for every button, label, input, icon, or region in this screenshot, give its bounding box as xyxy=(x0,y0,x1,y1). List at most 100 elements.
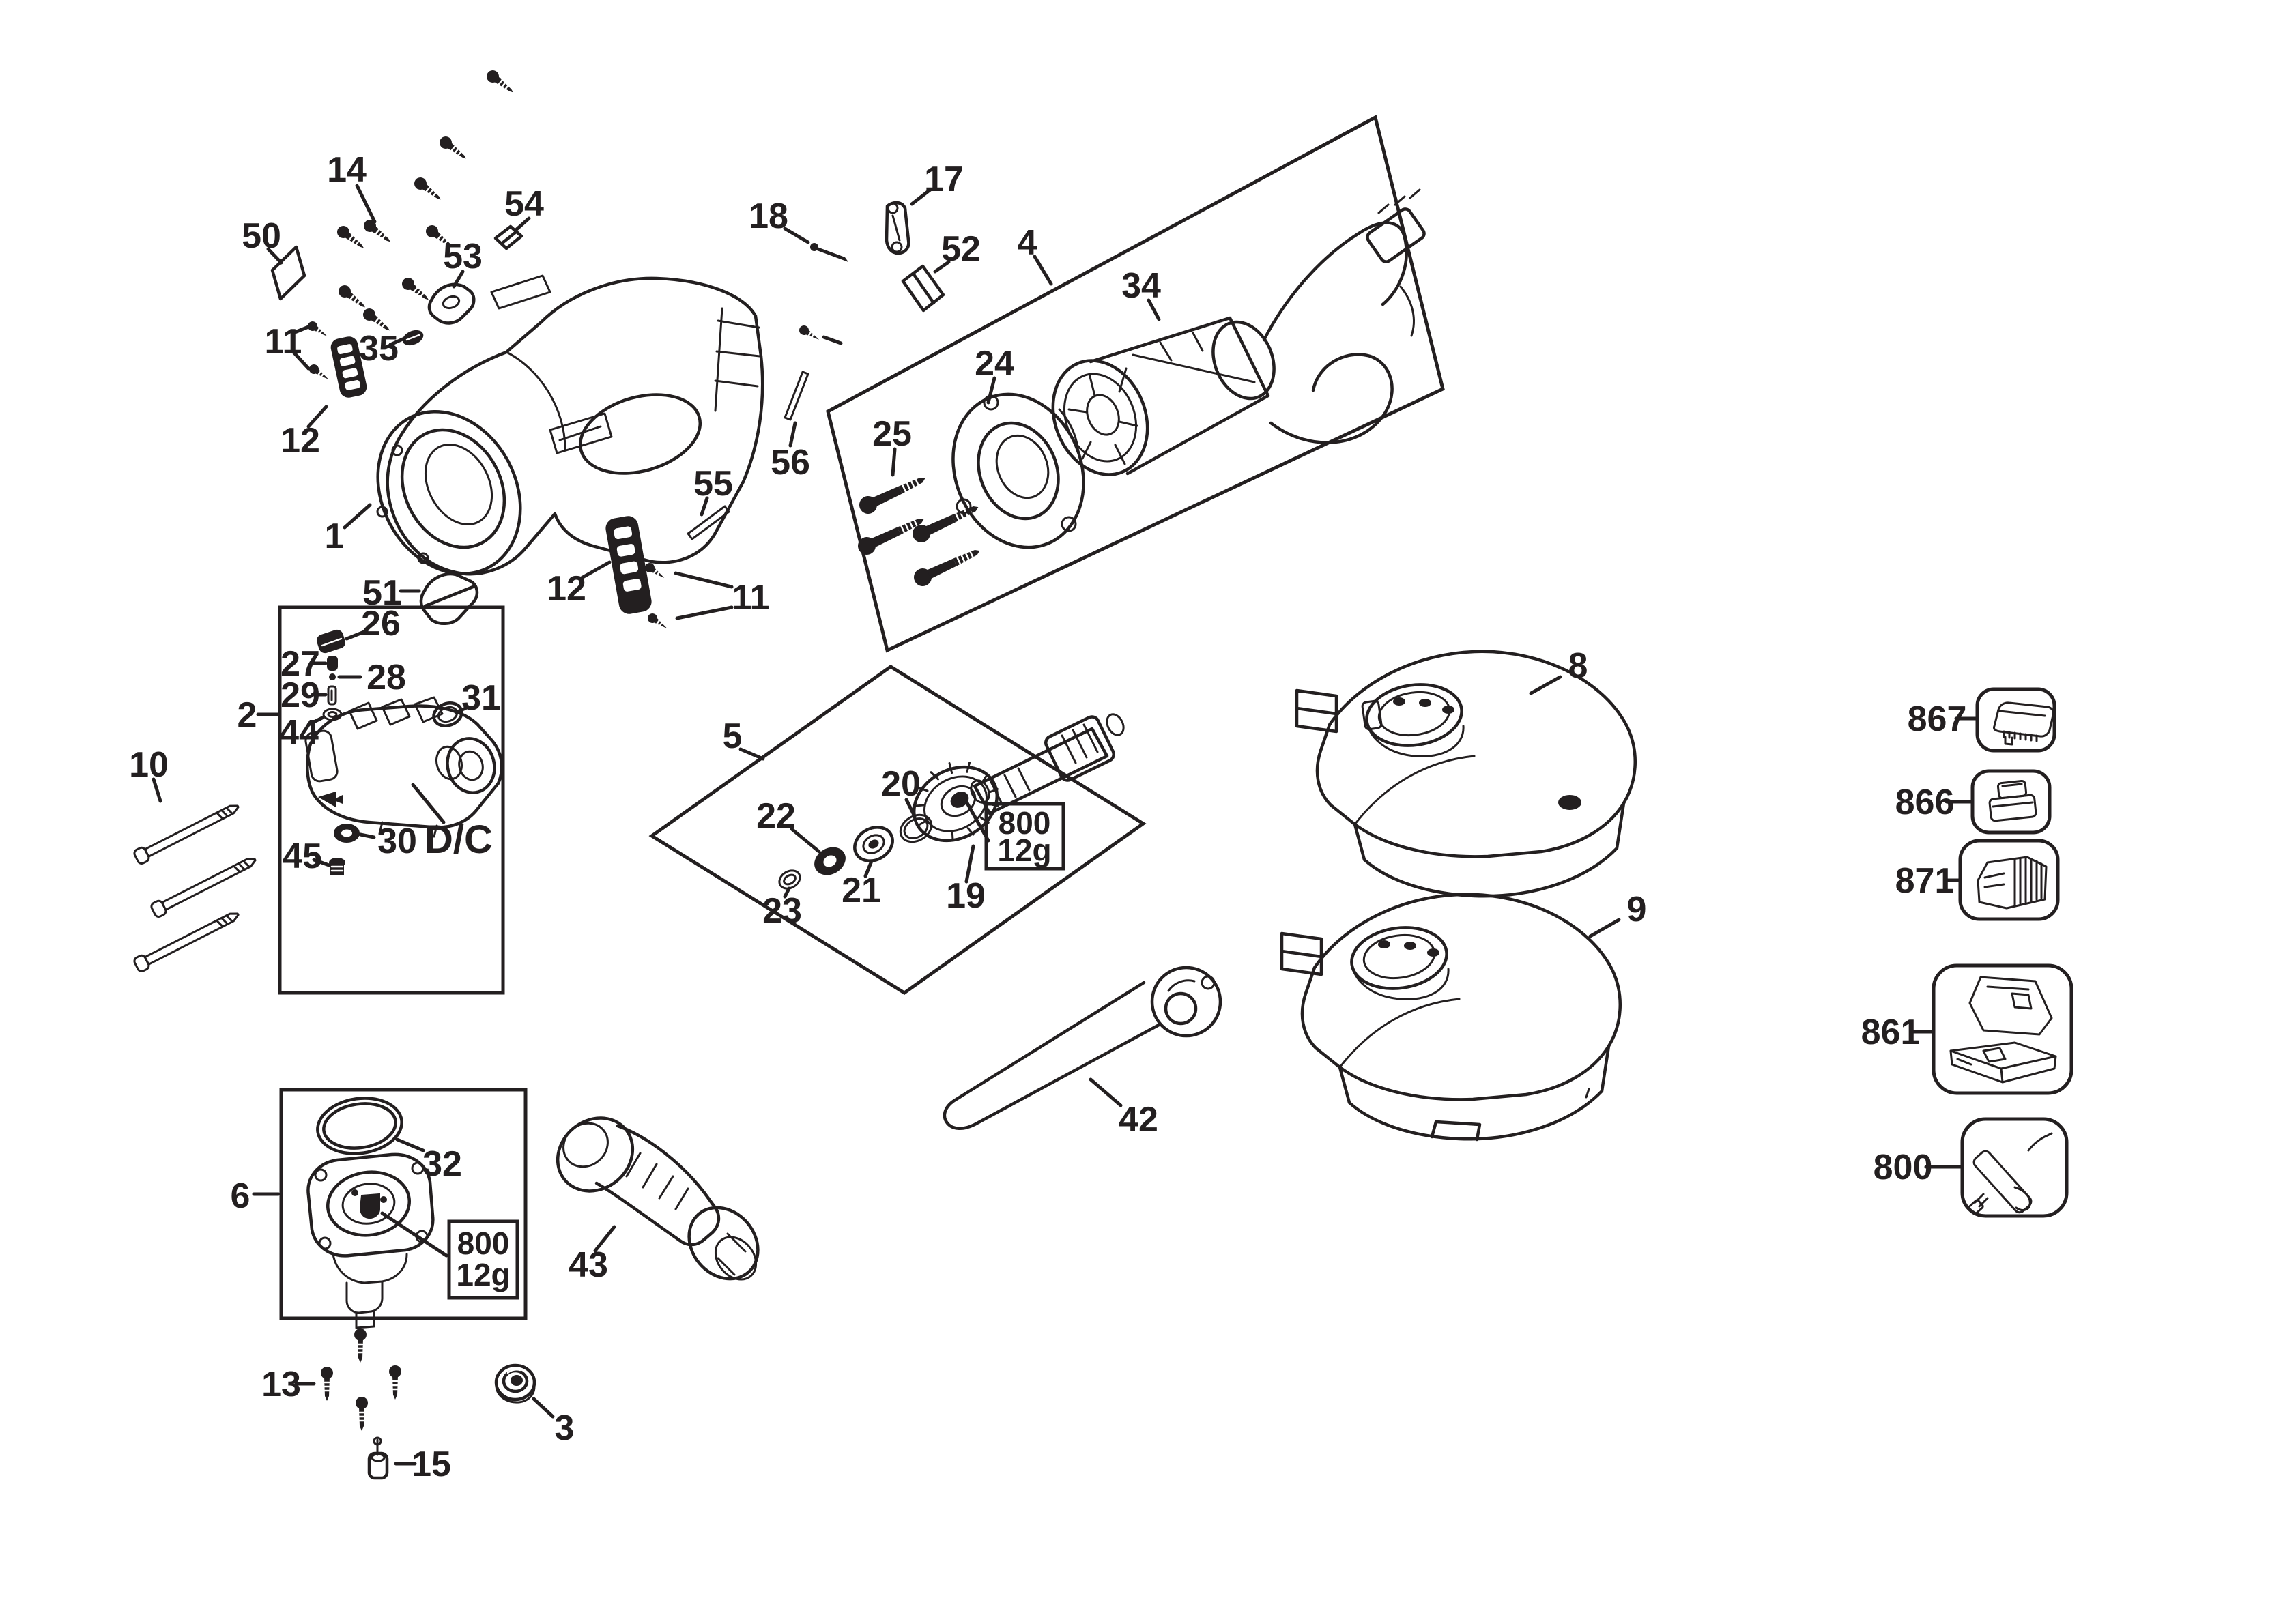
callout-dc: D/C xyxy=(425,817,493,862)
group-box-6 xyxy=(279,1088,528,1320)
callout-54: 54 xyxy=(504,184,544,224)
callout-2: 2 xyxy=(238,695,257,735)
brush-15 xyxy=(367,1436,389,1480)
accessory-box-871 xyxy=(1958,839,2060,921)
callout-45: 45 xyxy=(283,837,322,876)
callout-35: 35 xyxy=(359,329,399,368)
bearing-3 xyxy=(494,1363,536,1404)
callout-44: 44 xyxy=(279,713,319,753)
guard-9 xyxy=(1280,893,1622,1142)
grease-tag-spindle-line2: 12g xyxy=(997,832,1051,868)
pin-29 xyxy=(327,685,337,706)
motor-34 xyxy=(1051,188,1426,476)
callout-23: 23 xyxy=(762,891,802,931)
bolts-10 xyxy=(132,798,260,974)
callout-14: 14 xyxy=(327,150,367,190)
part-housing-1 xyxy=(376,274,764,576)
callout-52: 52 xyxy=(941,229,981,269)
bearing-21 xyxy=(853,826,894,862)
accessory-box-861 xyxy=(1932,963,2073,1095)
oring-32 xyxy=(316,1097,403,1155)
callout-28: 28 xyxy=(367,658,406,697)
grommet-35 xyxy=(402,330,424,346)
cover-53 xyxy=(427,282,476,325)
vent-panel-12-lower xyxy=(605,516,652,614)
callout-12-upper: 12 xyxy=(281,421,320,461)
cap-26 xyxy=(316,629,346,654)
gear-case-dc xyxy=(304,696,504,838)
sticker-52 xyxy=(901,264,945,313)
sticker-54 xyxy=(493,224,523,250)
grease-tag-box-flange xyxy=(447,1219,519,1300)
callout-861: 861 xyxy=(1861,1013,1921,1052)
callout-3: 3 xyxy=(555,1408,575,1448)
callout-867: 867 xyxy=(1908,699,1967,739)
callout-55: 55 xyxy=(693,464,733,504)
callout-29: 29 xyxy=(281,676,320,715)
oring-20 xyxy=(899,813,933,843)
callout-866: 866 xyxy=(1895,783,1955,822)
callout-18: 18 xyxy=(749,197,788,236)
grease-tag-flange-line2: 12g xyxy=(456,1257,510,1292)
pin-18 xyxy=(810,243,848,262)
bar-55 xyxy=(687,505,730,540)
end-bell-24 xyxy=(951,392,1085,549)
leader-lines xyxy=(152,184,1978,1466)
callout-labels: 14 50 53 54 18 17 52 4 34 24 25 11 35 12… xyxy=(129,150,1966,1484)
callout-24: 24 xyxy=(975,344,1014,383)
group-box-2 xyxy=(278,605,505,995)
sticker-50 xyxy=(270,245,306,301)
oring-23 xyxy=(778,869,801,890)
grease-tag-spindle-line1: 800 xyxy=(999,805,1051,841)
callout-17: 17 xyxy=(924,160,964,199)
callout-56: 56 xyxy=(771,443,810,482)
callout-43: 43 xyxy=(569,1245,608,1285)
group-box-4 xyxy=(826,115,1445,653)
washer-22 xyxy=(814,847,846,875)
callout-8: 8 xyxy=(1568,646,1588,686)
callout-11-lower: 11 xyxy=(732,578,770,618)
screws-25 xyxy=(854,469,985,590)
ball-28 xyxy=(329,673,336,680)
accessory-box-800 xyxy=(1960,1117,2069,1218)
callout-31: 31 xyxy=(461,678,501,718)
callout-25: 25 xyxy=(872,414,912,454)
callout-21: 21 xyxy=(842,871,881,910)
callout-53: 53 xyxy=(443,237,483,276)
accessory-box-867 xyxy=(1975,687,2056,753)
pin-18b xyxy=(797,323,843,345)
callout-15: 15 xyxy=(412,1445,451,1484)
callout-12-lower: 12 xyxy=(547,569,586,609)
callout-30: 30 xyxy=(377,822,417,861)
callout-34: 34 xyxy=(1121,266,1161,306)
side-handle-43 xyxy=(556,1116,760,1281)
plug-45 xyxy=(329,858,345,875)
callout-11-upper: 11 xyxy=(265,322,302,362)
callout-51: 51 xyxy=(362,573,402,613)
bracket-17 xyxy=(885,201,910,255)
oring-44 xyxy=(322,708,343,721)
callout-4: 4 xyxy=(1018,223,1037,263)
group-box-5 xyxy=(648,665,1147,995)
guard-8 xyxy=(1295,650,1637,898)
accessory-box-866 xyxy=(1970,769,2052,835)
callout-800: 800 xyxy=(1874,1148,1933,1187)
vent-panel-12-upper xyxy=(330,336,367,398)
screws-14 xyxy=(334,67,518,336)
callout-1: 1 xyxy=(325,517,345,556)
callout-871: 871 xyxy=(1895,861,1955,901)
callout-27: 27 xyxy=(281,644,320,684)
grease-tag-flange-line1: 800 xyxy=(457,1226,510,1261)
bearing-flange-6 xyxy=(306,1152,435,1329)
spring-27 xyxy=(327,656,338,671)
callout-6: 6 xyxy=(231,1176,250,1216)
callout-32: 32 xyxy=(422,1144,462,1184)
callout-26: 26 xyxy=(361,604,401,643)
screws-11-upper xyxy=(305,319,332,384)
wrench-42 xyxy=(943,966,1222,1130)
callout-22: 22 xyxy=(756,796,796,836)
callout-13: 13 xyxy=(261,1365,301,1404)
spindle-shaft xyxy=(970,713,1125,815)
